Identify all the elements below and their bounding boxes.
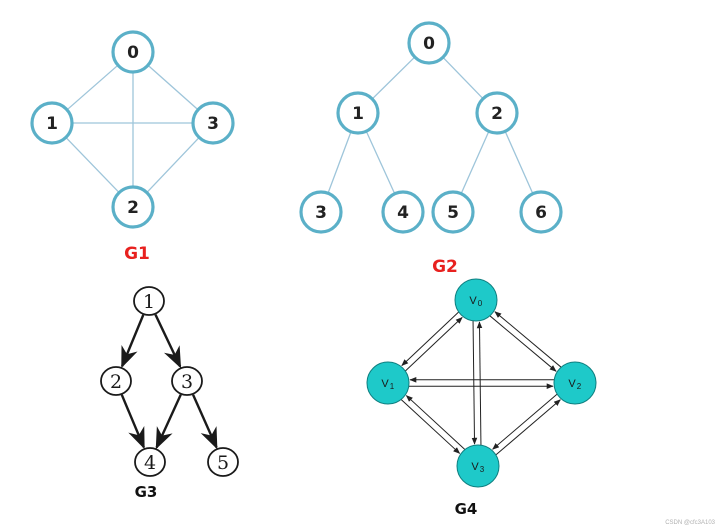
g4-node-subscript: 2 (577, 382, 582, 391)
g1-node-label: 3 (207, 114, 219, 134)
g4-node-circle (456, 444, 500, 488)
g4-edge-v1-v3 (400, 399, 461, 454)
g1-node-circle (111, 185, 155, 229)
g3-node-circle (171, 366, 203, 396)
g2-node-6: 6 (519, 190, 563, 234)
g2-edge-2-6 (504, 131, 534, 194)
g3-node-3: 3 (171, 366, 203, 396)
g2-node-label: 4 (397, 203, 409, 223)
g2-node-circle (519, 190, 563, 234)
g2-node-label: 3 (315, 203, 327, 223)
g4-edge-v3-v0 (476, 321, 483, 445)
g1-node-circle (111, 30, 155, 74)
g4-edge-v2-v3 (492, 393, 558, 450)
g4-title: G4 (455, 500, 478, 518)
g2-node-label: 0 (423, 34, 435, 54)
g4-edge-v1-v0 (405, 316, 463, 372)
g3-node-circle (207, 447, 239, 477)
g2-node-circle (407, 21, 451, 65)
g2-node-1: 1 (336, 91, 380, 135)
g3-node-label: 1 (143, 291, 155, 313)
g3-edge-3-5 (191, 394, 218, 450)
g4-node-subscript: 1 (390, 382, 395, 391)
g2-edge-1-4 (365, 130, 396, 195)
graph-g3: 1 2 3 4 5 (100, 286, 239, 477)
g4-node-label: V (469, 295, 477, 307)
g3-node-circle (133, 286, 165, 316)
g3-node-4: 4 (134, 447, 166, 477)
g4-edge-v0-v2 (489, 315, 557, 372)
g2-node-2: 2 (475, 91, 519, 135)
g2-node-0: 0 (407, 21, 451, 65)
g2-edge-0-2 (442, 56, 484, 100)
g3-node-label: 4 (144, 452, 156, 474)
g3-node-circle (100, 366, 132, 396)
g1-node-2: 2 (111, 185, 155, 229)
g4-node-circle (553, 361, 597, 405)
g3-node-1: 1 (133, 286, 165, 316)
g2-edge-2-5 (460, 131, 490, 194)
g2-title: G2 (432, 257, 458, 277)
g1-node-0: 0 (111, 30, 155, 74)
g3-edge-3-4 (155, 394, 182, 450)
g1-node-3: 3 (191, 101, 235, 145)
g2-node-3: 3 (299, 190, 343, 234)
g1-edge-0-1 (66, 64, 119, 111)
g3-node-label: 2 (110, 371, 122, 393)
g4-node-label: V (471, 461, 479, 473)
watermark: CSDN @cfc3A103 (665, 520, 715, 526)
g1-node-label: 0 (127, 43, 139, 63)
g2-node-circle (336, 91, 380, 135)
g4-node-label: V (381, 378, 389, 390)
g1-node-1: 1 (30, 101, 74, 145)
g3-node-5: 5 (207, 447, 239, 477)
g2-node-circle (381, 190, 425, 234)
g2-node-4: 4 (381, 190, 425, 234)
g4-edge-v3-v1 (405, 395, 466, 450)
g2-edge-0-1 (371, 56, 416, 100)
graph-g2: 0 1 2 3 4 5 6 (299, 21, 563, 234)
g4-node-label: V (568, 378, 576, 390)
g1-node-circle (30, 101, 74, 145)
g2-node-label: 6 (535, 203, 547, 223)
g2-node-label: 1 (352, 104, 364, 124)
g4-edge-v3-v2 (495, 399, 561, 456)
g2-node-label: 2 (491, 104, 503, 124)
g1-edge-1-2 (65, 136, 120, 194)
g3-edge-1-2 (120, 314, 145, 369)
g1-title: G1 (124, 244, 150, 264)
g3-node-label: 3 (181, 371, 193, 393)
g2-node-circle (431, 190, 475, 234)
g4-node-circle (366, 361, 410, 405)
g2-node-5: 5 (431, 190, 475, 234)
g4-node-subscript: 0 (478, 299, 483, 308)
g1-node-label: 1 (46, 114, 58, 134)
g2-node-circle (299, 190, 343, 234)
g3-node-circle (134, 447, 166, 477)
g3-edge-1-3 (154, 314, 182, 369)
g2-node-label: 5 (447, 203, 459, 223)
g1-edge-2-3 (146, 137, 200, 193)
g3-node-label: 5 (217, 452, 229, 474)
g3-edge-2-4 (120, 394, 145, 450)
g4-edge-v2-v0 (494, 311, 562, 368)
g2-node-circle (475, 91, 519, 135)
g4-edge-v0-v1 (401, 311, 459, 367)
g1-node-circle (191, 101, 235, 145)
g2-edge-1-3 (327, 131, 352, 194)
g3-title: G3 (135, 483, 158, 501)
g4-node-subscript: 3 (480, 465, 485, 474)
g3-node-2: 2 (100, 366, 132, 396)
g1-edge-0-3 (147, 64, 199, 111)
g4-edge-v0-v3 (471, 321, 478, 445)
g1-node-label: 2 (127, 198, 139, 218)
g4-node-circle (454, 278, 498, 322)
graph-g1: 0 1 2 3 (30, 30, 235, 229)
